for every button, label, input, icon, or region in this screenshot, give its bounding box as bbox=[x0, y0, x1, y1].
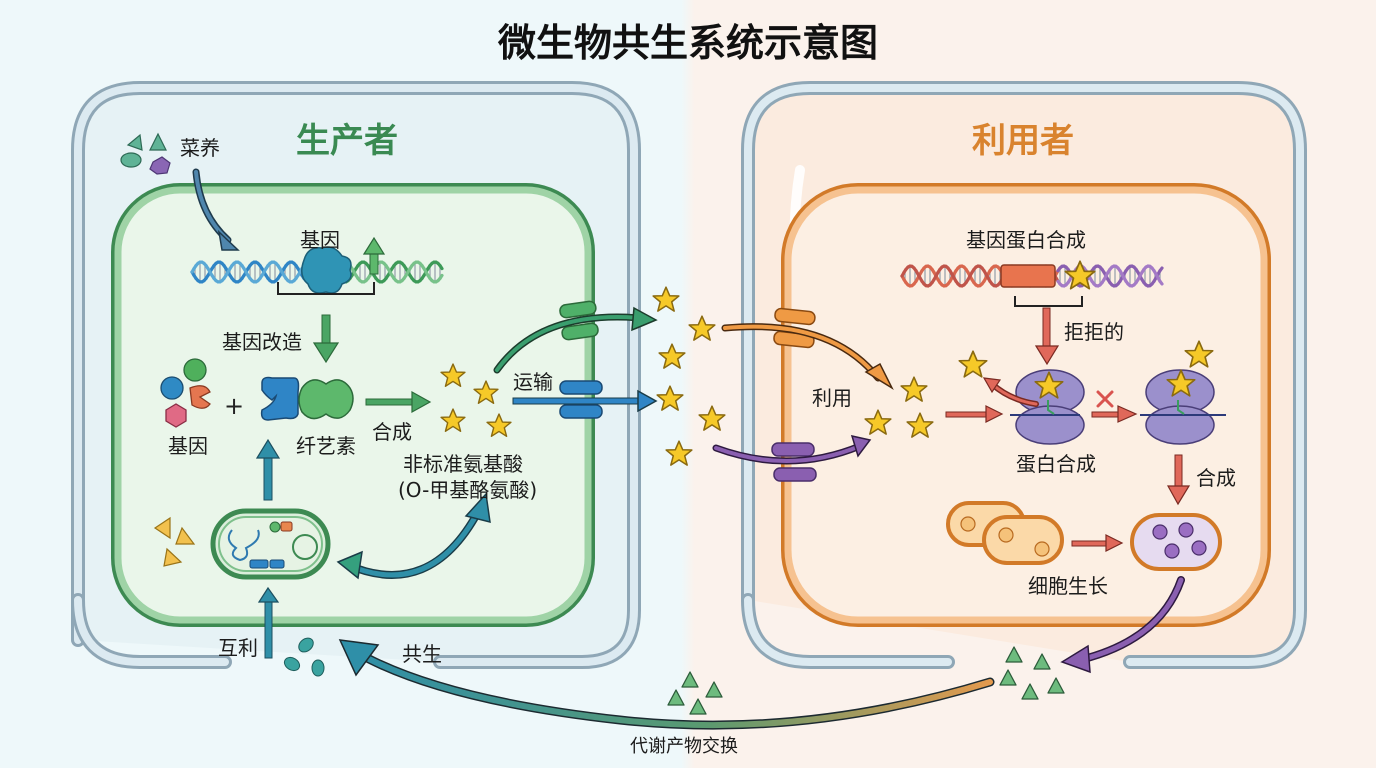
import-arrow-orange bbox=[721, 323, 894, 391]
producer-transporter-green bbox=[559, 300, 599, 341]
up-arrow-icon bbox=[362, 236, 386, 275]
gene-protein-label: 基因蛋白合成 bbox=[966, 228, 1086, 252]
transport-arrow-blue bbox=[512, 389, 658, 413]
dna-strand-segment bbox=[438, 273, 444, 281]
mutual-arrow bbox=[257, 586, 280, 659]
amino-acid-label: 非标准氨基酸 bbox=[403, 452, 523, 476]
eject-arrow bbox=[982, 377, 1039, 407]
cellulose-label: 纤艺素 bbox=[296, 434, 356, 458]
into-ribosome-arrow bbox=[945, 405, 1004, 423]
plus-sign: + bbox=[224, 392, 244, 420]
gene-block bbox=[1000, 264, 1056, 288]
double-arrow bbox=[336, 492, 491, 580]
nutrients-label: 菜养 bbox=[180, 136, 220, 160]
genes-label: 基因 bbox=[168, 434, 208, 458]
gene-edit-label: 基因改造 bbox=[222, 330, 302, 354]
gene-top-label: 基因 bbox=[300, 228, 340, 252]
gene-edit-arrow bbox=[312, 314, 340, 364]
dna-strand-segment bbox=[438, 263, 444, 271]
export-arrow-green bbox=[493, 306, 658, 374]
synthesis-label-producer: 合成 bbox=[372, 420, 412, 444]
amino-acid-sub-label: (O-甲基酪氨酸) bbox=[398, 478, 538, 502]
metabolite-exchange-arrow bbox=[338, 639, 995, 730]
diagram-title: 微生物共生系统示意图 bbox=[497, 21, 878, 65]
gene-protein-blob bbox=[301, 246, 352, 294]
exchange-label: 代谢产物交换 bbox=[630, 736, 738, 757]
consumer-heading: 利用者 bbox=[972, 121, 1074, 161]
symbiosis-label: 共生 bbox=[402, 642, 442, 666]
mutual-label: 互利 bbox=[218, 636, 258, 660]
dna-strand-segment bbox=[1158, 279, 1164, 286]
protein-synthesis-label: 蛋白合成 bbox=[1016, 452, 1096, 476]
secretion-arrow bbox=[1060, 576, 1185, 674]
consumer-small-cells bbox=[946, 501, 1064, 565]
synthesis-label-consumer: 合成 bbox=[1196, 466, 1236, 490]
plasmid-bacterium bbox=[210, 508, 331, 580]
import-arrow-purple bbox=[712, 434, 872, 465]
consumer-transporter-purple bbox=[771, 442, 817, 482]
producer-transporter-blue bbox=[559, 380, 603, 419]
growth-arrow bbox=[1071, 534, 1124, 552]
consumer-grown-cell bbox=[1130, 513, 1222, 571]
dna-strand-segment bbox=[1158, 266, 1164, 273]
reject-label: 拒拒的 bbox=[1064, 320, 1124, 344]
nutrient-shapes bbox=[120, 132, 171, 175]
amino-acid-stars-extracellular bbox=[652, 286, 726, 466]
reject-arrow bbox=[1034, 307, 1060, 366]
synthesis-arrow bbox=[365, 390, 432, 414]
producer-heading: 生产者 bbox=[296, 121, 398, 161]
consumer-gene-bracket bbox=[1014, 296, 1083, 307]
up-arrow-to-enzyme bbox=[255, 438, 281, 501]
ribosome-2 bbox=[1140, 369, 1226, 445]
synthesis-down-arrow bbox=[1166, 454, 1191, 506]
cell-growth-label: 细胞生长 bbox=[1028, 574, 1108, 598]
cellulose-enzyme bbox=[260, 376, 354, 421]
gene-shapes bbox=[160, 358, 211, 428]
gene-bracket bbox=[277, 282, 375, 295]
yellow-triangles bbox=[153, 516, 196, 567]
teal-pellets bbox=[283, 637, 325, 677]
use-label: 利用 bbox=[812, 386, 852, 410]
blocked-arrow bbox=[1091, 390, 1138, 423]
transport-label: 运输 bbox=[513, 370, 553, 394]
